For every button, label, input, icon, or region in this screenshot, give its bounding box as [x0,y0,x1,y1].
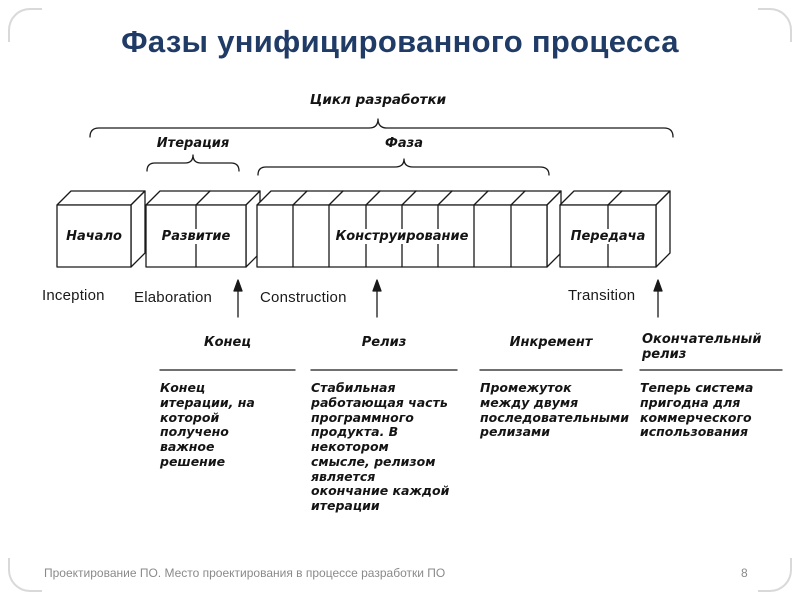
footer-text: Проектирование ПО. Место проектирования … [44,566,446,580]
slide-corner-top-right [758,8,792,42]
slide-corner-top-left [8,8,42,42]
milestone-term-end: Конец [204,335,251,350]
arrow-final-release [654,280,662,317]
bracket-iteration [147,155,239,171]
phase-name-inception-ru: Начало [57,229,131,244]
bracket-development-cycle [90,119,673,137]
phase-name-transition-ru: Передача [560,229,656,244]
phase-name-elaboration-ru: Развитие [146,229,246,244]
milestone-term-increment: Инкремент [509,335,593,350]
milestone-desc-increment: Промежуток между двумя последовательными… [480,380,629,440]
phase-name-elaboration-en: Elaboration [134,289,213,306]
phase-name-construction-ru: Конструирование [257,229,547,244]
arrow-end-of-elaboration [234,280,242,317]
milestone-arrows [234,280,662,317]
milestone-desc-final-release: Теперь система пригодна для коммерческог… [640,380,754,440]
label-iteration: Итерация [156,136,230,151]
milestone-desc-end: Конец итерации, на которой получено важн… [160,380,255,469]
label-development-cycle: Цикл разработки [309,92,447,108]
milestone-term-release: Релиз [361,335,407,350]
phase-name-construction-en: Construction [260,289,347,306]
slide-title: Фазы унифицированного процесса [121,24,679,59]
slide-corner-bottom-right [758,558,792,592]
arrow-release [373,280,381,317]
bracket-phase [258,159,549,175]
slide-corner-bottom-left [8,558,42,592]
phase-name-transition-en: Transition [568,287,636,304]
label-phase: Фаза [385,136,423,151]
phase-name-inception-en: Inception [42,287,105,304]
milestone-desc-release: Стабильная работающая часть программного… [311,380,450,513]
milestone-term-final-release: Окончательный релиз [642,332,762,362]
page-number: 8 [741,566,748,580]
